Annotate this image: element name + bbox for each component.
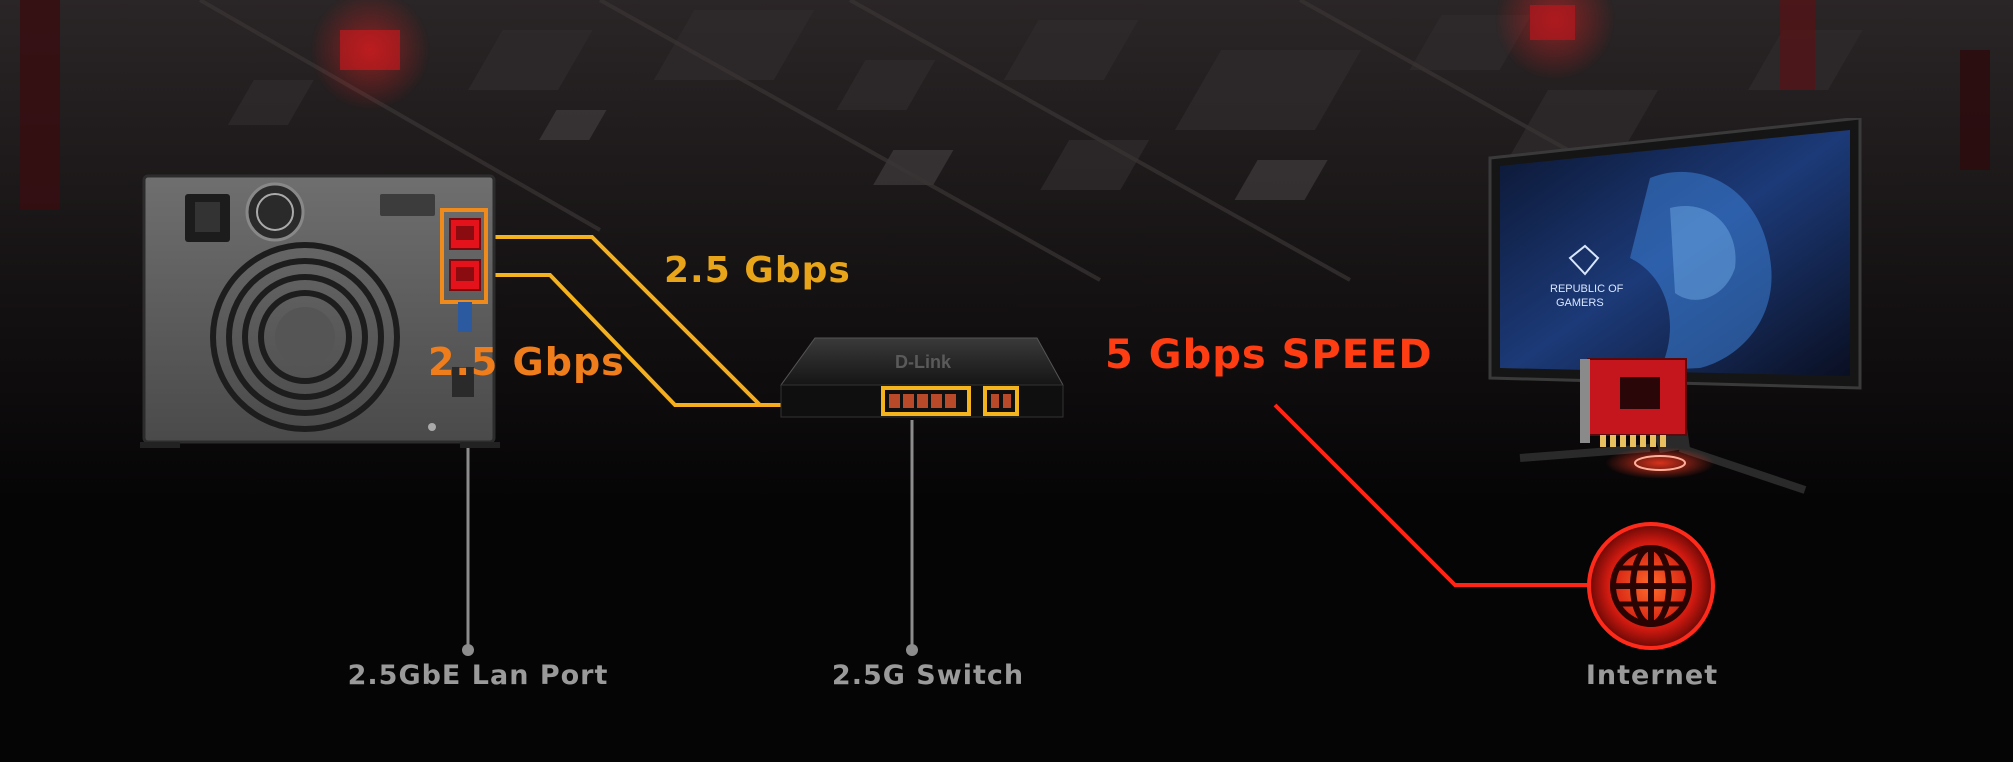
nas-device-icon — [140, 174, 500, 448]
network-switch-icon: D-Link — [780, 337, 1064, 418]
speed-label-upper: 2.5 Gbps — [664, 250, 851, 291]
speed-label-lower: 2.5 Gbps — [428, 340, 625, 384]
network-card-icon — [1580, 358, 1687, 447]
monitor-brand-line2: GAMERS — [1556, 297, 1604, 309]
link-nas-port2-to-switch — [495, 273, 880, 407]
switch-brand-text: D-Link — [895, 352, 952, 372]
speed-label-main: 5 Gbps SPEED — [1105, 332, 1433, 378]
monitor-brand-line1: REPUBLIC OF — [1550, 283, 1624, 295]
link-to-internet — [1273, 403, 1595, 587]
internet-caption: Internet — [1585, 660, 1719, 691]
switch-caption: 2.5G Switch — [831, 660, 1025, 691]
globe-icon — [1587, 522, 1715, 650]
nas-caption: 2.5GbE Lan Port — [347, 660, 609, 691]
